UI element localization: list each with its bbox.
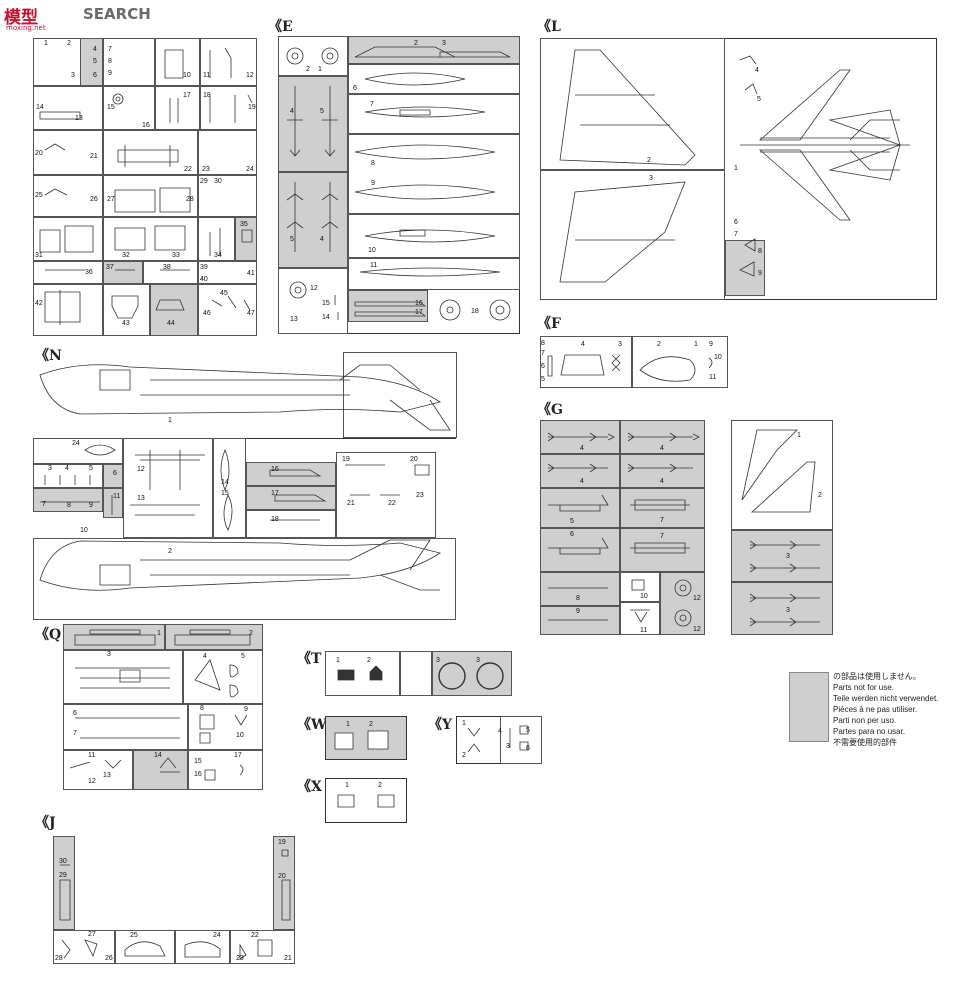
watermark-text-en: SEARCH: [83, 5, 151, 23]
watermark-url: moxing.net: [6, 24, 46, 32]
sprue-label-l: 《L: [537, 19, 561, 35]
legend-line-zh: 不需要使用的部件: [833, 738, 897, 747]
not-used-legend: の部品は使用しません。 Parts not for use. Teile wer…: [833, 671, 938, 748]
legend-line-it: Parti non per uso.: [833, 716, 897, 725]
legend-line-ja: の部品は使用しません。: [833, 672, 921, 681]
sprue-label-j: 《J: [35, 815, 56, 831]
sprue-label-g: 《G: [537, 402, 563, 418]
sprue-label-x: 《X: [297, 779, 322, 795]
sprue-label-e: 《E: [268, 19, 293, 35]
sprue-label-y: 《Y: [428, 717, 452, 733]
watermark-text-cn: 模型: [4, 8, 38, 28]
legend-line-fr: Pièces à ne pas utiliser.: [833, 705, 918, 714]
sprue-label-n: 《N: [35, 348, 62, 364]
legend-line-es: Partes para no usar.: [833, 727, 906, 736]
legend-line-en: Parts not for use.: [833, 683, 894, 692]
sprue-label-t: 《T: [297, 651, 322, 667]
sprue-x: [325, 778, 407, 823]
not-used-swatch: [789, 672, 829, 742]
sprue-label-w: 《W: [297, 717, 327, 733]
legend-line-de: Teile werden nicht verwendet.: [833, 694, 939, 703]
sprue-label-q: 《Q: [35, 627, 62, 643]
sprue-label-f: 《F: [537, 316, 561, 332]
